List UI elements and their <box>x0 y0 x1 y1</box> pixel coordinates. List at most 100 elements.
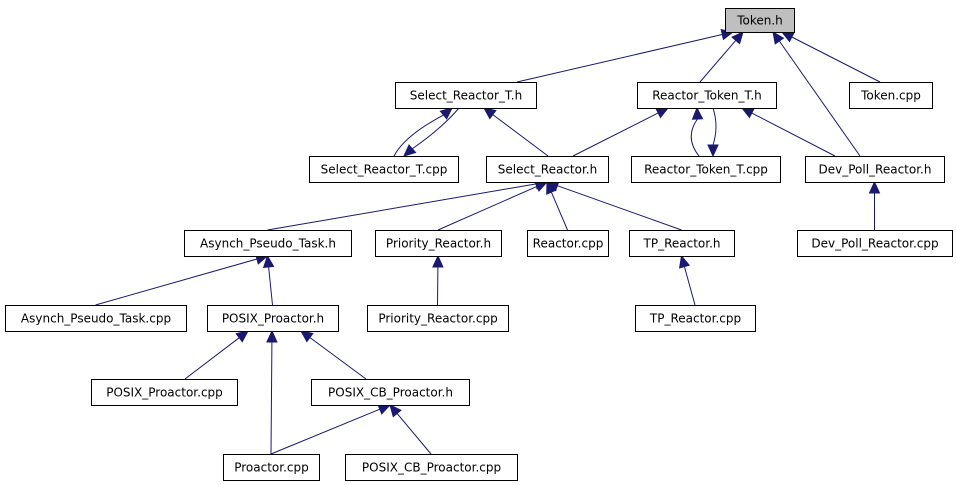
node-reactor-token-t-cpp[interactable]: Reactor_Token_T.cpp <box>631 156 781 183</box>
edge-line <box>572 112 659 157</box>
edge-line <box>492 114 549 157</box>
node-label: Asynch_Pseudo_Task.h <box>200 237 336 251</box>
edge-select_reactor_t_cpp-to-select_reactor_t_h <box>393 107 453 157</box>
edge-posix_cb_proactor_h-to-posix_proactor_h <box>300 330 367 380</box>
edge-arrowhead <box>868 180 881 194</box>
edge-line <box>712 107 717 146</box>
node-box <box>309 156 459 183</box>
node-asynch-pseudo-task-cpp[interactable]: Asynch_Pseudo_Task.cpp <box>5 305 187 332</box>
node-box <box>395 82 537 109</box>
node-select-reactor-h[interactable]: Select_Reactor.h <box>486 156 609 183</box>
node-token-cpp[interactable]: Token.cpp <box>849 82 933 109</box>
edge-arrowhead <box>432 254 444 268</box>
edge-arrowhead <box>772 31 785 45</box>
node-label: Token.h <box>736 14 783 28</box>
node-posix-proactor-cpp[interactable]: POSIX_Proactor.cpp <box>91 379 238 406</box>
node-box <box>367 305 509 332</box>
node-box <box>637 82 777 109</box>
node-label: POSIX_Proactor.h <box>222 312 324 326</box>
edge-line <box>270 408 381 455</box>
edge-arrowhead <box>740 107 755 119</box>
node-tp-reactor-cpp[interactable]: TP_Reactor.cpp <box>635 305 756 332</box>
edge-reactor_cpp-to-select_reactor_h <box>546 180 568 231</box>
edge-line <box>412 107 460 150</box>
node-select-reactor-t-h[interactable]: Select_Reactor_T.h <box>395 82 537 109</box>
edge-priority_reactor_h-to-select_reactor_h <box>437 181 549 231</box>
edge-posix_proactor_cpp-to-posix_proactor_h <box>184 330 249 380</box>
edge-tp_reactor_cpp-to-tp_reactor_h <box>678 254 696 306</box>
edge-line <box>396 413 432 455</box>
edge-tp_reactor_h-to-select_reactor_h <box>545 180 682 231</box>
edge-arrowhead <box>300 330 314 343</box>
node-asynch-pseudo-task-h[interactable]: Asynch_Pseudo_Task.h <box>184 230 352 257</box>
edge-line <box>309 337 367 380</box>
edge-arrowhead <box>389 404 402 418</box>
node-box <box>207 305 339 332</box>
edge-dev_poll_reactor_h-to-token_h <box>772 31 861 157</box>
node-label: POSIX_CB_Proactor.h <box>328 386 453 400</box>
node-label: Select_Reactor_T.cpp <box>321 163 448 177</box>
node-label: Priority_Reactor.cpp <box>378 312 497 326</box>
node-label: TP_Reactor.cpp <box>649 312 741 326</box>
node-dev-poll-reactor-h[interactable]: Dev_Poll_Reactor.h <box>805 156 945 183</box>
node-box <box>5 305 187 332</box>
edges-layer <box>95 28 881 455</box>
node-box <box>631 156 781 183</box>
node-box <box>91 379 238 406</box>
edge-line <box>437 185 538 231</box>
node-box <box>805 156 945 183</box>
node-label: Priority_Reactor.h <box>386 237 491 251</box>
edge-arrowhead <box>534 181 549 192</box>
node-box <box>486 156 609 183</box>
edge-select_reactor_t_h-to-select_reactor_t_cpp <box>403 107 460 157</box>
edge-line <box>270 341 273 455</box>
edge-arrowhead <box>707 144 719 158</box>
node-reactor-token-t-h[interactable]: Reactor_Token_T.h <box>637 82 777 109</box>
edge-line <box>516 33 723 83</box>
node-label: Dev_Poll_Reactor.cpp <box>811 237 938 251</box>
node-reactor-cpp[interactable]: Reactor.cpp <box>527 230 609 257</box>
edge-dev_poll_reactor_cpp-to-dev_poll_reactor_h <box>868 180 881 230</box>
node-posix-cb-proactor-h[interactable]: POSIX_CB_Proactor.h <box>311 379 470 406</box>
edge-select_reactor_h-to-select_reactor_t_h <box>483 107 549 157</box>
edge-line <box>778 40 861 157</box>
node-posix-proactor-h[interactable]: POSIX_Proactor.h <box>207 305 339 332</box>
node-dev-poll-reactor-cpp[interactable]: Dev_Poll_Reactor.cpp <box>797 230 953 257</box>
edge-line <box>184 337 240 380</box>
edge-asynch_pseudo_task_cpp-to-asynch_pseudo_task_h <box>95 253 269 306</box>
edge-arrowhead <box>235 330 249 343</box>
node-priority-reactor-h[interactable]: Priority_Reactor.h <box>375 230 502 257</box>
edge-arrowhead <box>678 254 691 269</box>
node-proactor-cpp[interactable]: Proactor.cpp <box>223 454 320 481</box>
edge-line <box>393 114 444 157</box>
edge-line <box>268 266 273 306</box>
node-box <box>635 305 756 332</box>
edge-arrowhead <box>439 107 453 120</box>
node-box <box>311 379 470 406</box>
edge-line <box>791 36 881 83</box>
edge-line <box>267 183 537 231</box>
node-tp-reactor-h[interactable]: TP_Reactor.h <box>629 230 735 257</box>
edge-arrowhead <box>780 31 795 43</box>
edge-priority_reactor_cpp-to-priority_reactor_h <box>432 254 444 306</box>
edge-arrowhead <box>731 31 744 45</box>
node-label: Proactor.cpp <box>234 461 309 475</box>
edge-arrowhead <box>483 107 497 120</box>
node-box <box>849 82 933 109</box>
edge-line <box>683 266 696 306</box>
node-label: POSIX_Proactor.cpp <box>106 386 223 400</box>
node-priority-reactor-cpp[interactable]: Priority_Reactor.cpp <box>367 305 509 332</box>
node-box <box>797 230 953 257</box>
node-posix-cb-proactor-cpp[interactable]: POSIX_CB_Proactor.cpp <box>345 454 518 481</box>
edge-proactor_cpp-to-posix_proactor_h <box>266 329 278 455</box>
node-box <box>375 230 502 257</box>
node-label: Select_Reactor_T.h <box>410 89 522 103</box>
node-select-reactor-t-cpp[interactable]: Select_Reactor_T.cpp <box>309 156 459 183</box>
edge-select_reactor_h-to-reactor_token_t_h <box>572 107 670 157</box>
node-token-h[interactable]: Token.h <box>725 8 795 33</box>
node-box <box>345 454 518 481</box>
edge-asynch_pseudo_task_h-to-select_reactor_h <box>267 178 549 231</box>
edge-line <box>550 191 568 231</box>
edge-line <box>690 118 700 157</box>
